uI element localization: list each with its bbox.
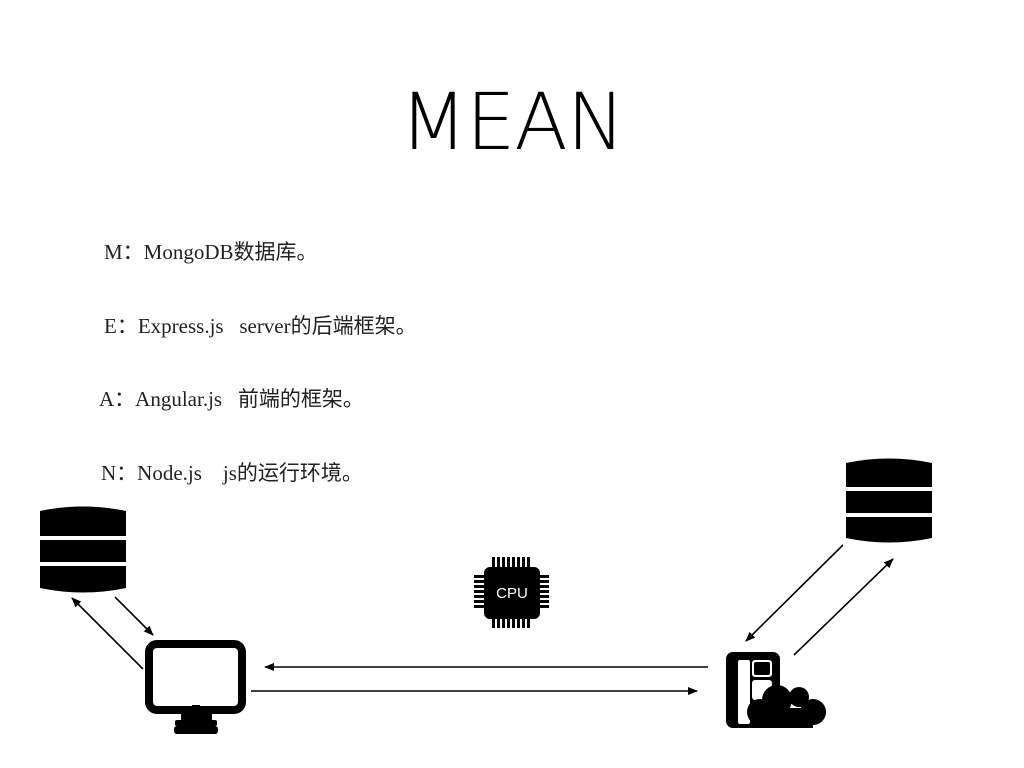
- database-icon: [846, 458, 932, 543]
- cpu-label: CPU: [496, 585, 528, 602]
- arrow-db-to-server: [745, 544, 844, 642]
- slide-title: MEAN: [399, 78, 625, 168]
- arrow-db-to-client: [114, 596, 154, 636]
- item-node: N：Node.js js的运行环境。: [101, 461, 363, 485]
- item-mongodb: M：MongoDB数据库。: [104, 240, 318, 264]
- cpu-chip-icon: CPU: [474, 557, 549, 628]
- item-angular: A：Angular.js 前端的框架。: [99, 387, 364, 411]
- monitor-icon: [145, 640, 246, 734]
- item-express: E：Express.js server的后端框架。: [104, 314, 417, 338]
- arrow-client-to-db: [71, 597, 144, 670]
- database-icon: [40, 506, 126, 593]
- phone-cloud-icon: [726, 652, 826, 728]
- connection-arrows: [71, 544, 894, 695]
- arrow-server-to-db: [793, 558, 894, 656]
